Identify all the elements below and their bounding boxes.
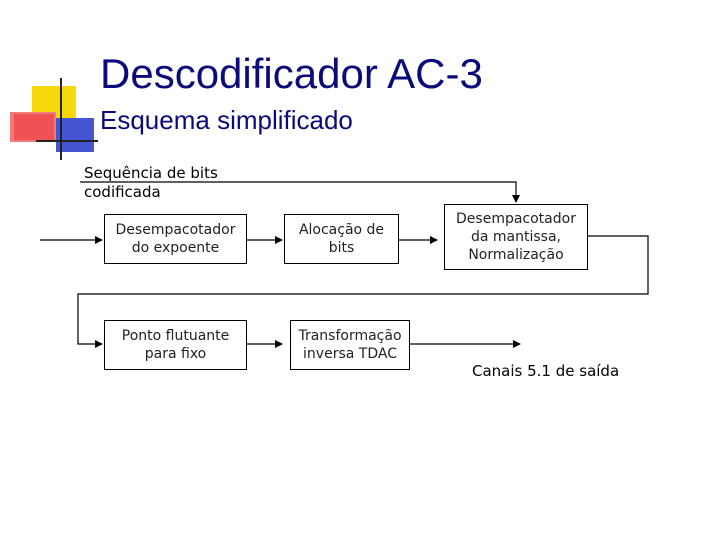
deco-vertical-line [60, 78, 62, 160]
block-exponent-unpacker-line1: Desempacotador [115, 222, 236, 238]
deco-blue-square [56, 118, 94, 152]
output-label: Canais 5.1 de saída [472, 362, 620, 380]
block-float-to-fixed: Ponto flutuante para fixo [104, 320, 247, 370]
block-mantissa-unpacker-line3: Normalização [468, 247, 564, 263]
block-mantissa-unpacker-line2: da mantissa, [470, 229, 561, 245]
connector-input-to-mantissa [80, 181, 520, 203]
block-inverse-tdac-line1: Transformação [298, 328, 402, 344]
deco-red-square-inner [14, 114, 54, 140]
slide-subtitle: Esquema simplificado [100, 105, 353, 135]
block-exponent-unpacker: Desempacotador do expoente [104, 214, 247, 264]
block-bit-allocation: Alocação de bits [284, 214, 399, 264]
block-bit-allocation-line2: bits [328, 240, 355, 256]
decorative-logo [0, 0, 100, 170]
deco-horizontal-line [36, 140, 98, 142]
input-label-line2: codificada [84, 183, 161, 201]
input-label: Sequência de bits codificada [84, 164, 218, 202]
block-exponent-unpacker-line2: do expoente [131, 240, 220, 256]
slide-title: Descodificador AC-3 [100, 50, 483, 97]
block-float-to-fixed-line2: para fixo [144, 346, 207, 362]
block-mantissa-unpacker-line1: Desempacotador [456, 211, 576, 227]
block-inverse-tdac: Transformação inversa TDAC [290, 320, 410, 370]
block-bit-allocation-line1: Alocação de [298, 222, 385, 238]
connector-mantissa-to-float [77, 235, 649, 348]
block-float-to-fixed-line1: Ponto flutuante [121, 328, 230, 344]
input-label-line1: Sequência de bits [84, 164, 218, 182]
block-mantissa-unpacker: Desempacotador da mantissa, Normalização [444, 204, 588, 270]
block-inverse-tdac-line2: inversa TDAC [303, 346, 397, 362]
